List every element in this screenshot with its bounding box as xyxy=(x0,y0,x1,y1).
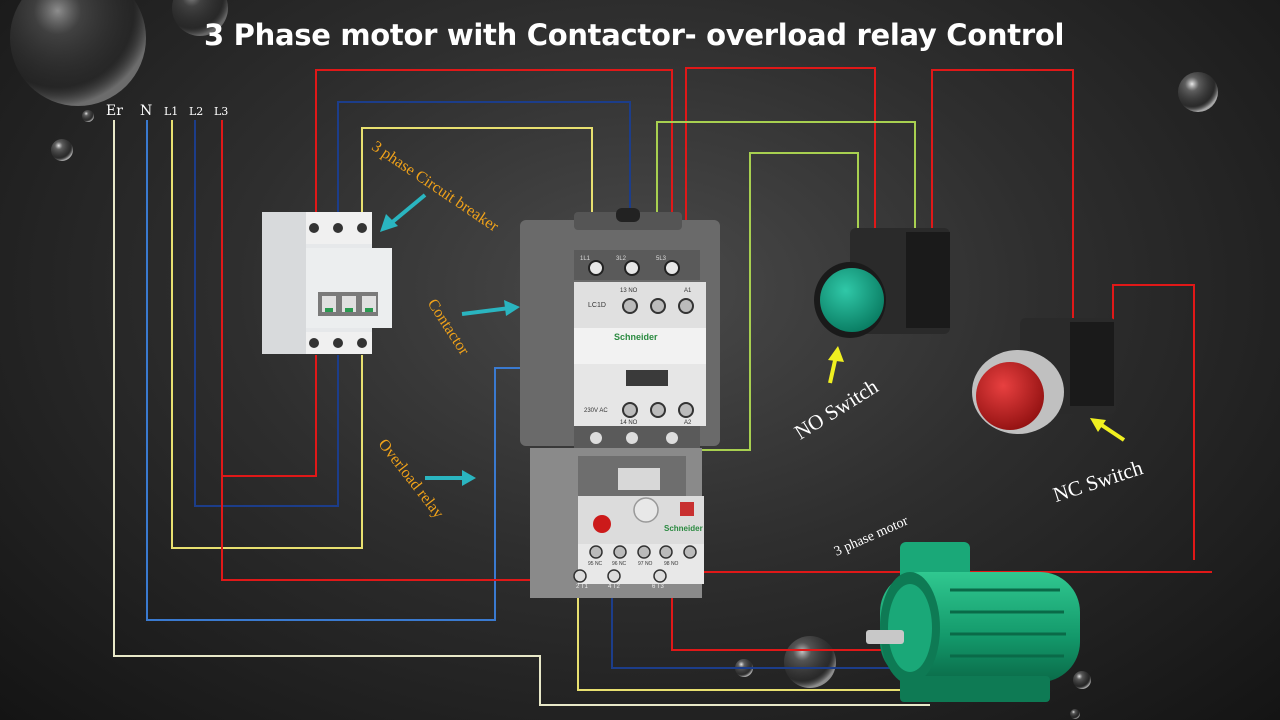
olr-t2-text: 2 T1 xyxy=(576,584,588,590)
terminal-neutral-label: N xyxy=(140,103,153,119)
circuit-breaker[interactable] xyxy=(262,212,392,354)
contactor-model-text: LC1D xyxy=(588,302,606,309)
ctrl-green-1 xyxy=(656,121,916,296)
olr-97-text: 97 NO xyxy=(638,561,653,567)
mcb-l3-out xyxy=(315,69,673,266)
arrow-icon xyxy=(425,470,476,486)
ctrl-green-2 xyxy=(749,152,859,232)
mcb-l1-out xyxy=(361,127,593,266)
terminal-a2-text: A2 xyxy=(684,420,692,426)
terminal-1l1-text: 1L1 xyxy=(580,256,591,262)
terminal-14no-text: 14 NO xyxy=(620,420,638,426)
contactor-brand-text: Schneider xyxy=(614,332,658,342)
motor-t1 xyxy=(577,592,905,691)
olr-96-text: 96 NC xyxy=(612,561,627,567)
ctrl-red-2 xyxy=(931,69,1074,318)
ctrl-red-1 xyxy=(685,67,876,296)
terminal-l1-label: L1 xyxy=(164,105,179,118)
olr-brand-text: Schneider xyxy=(664,524,703,533)
overload-relay[interactable] xyxy=(530,448,704,598)
page-title: 3 Phase motor with Contactor- overload r… xyxy=(204,18,1065,52)
arrow-icon xyxy=(1090,418,1126,442)
terminal-earth-label: Er xyxy=(106,103,123,119)
olr-98-text: 98 NO xyxy=(664,561,679,567)
olr-t6-text: 6 T3 xyxy=(652,584,664,590)
l1-wire xyxy=(171,120,363,549)
bubble-decoration xyxy=(10,0,1218,719)
coil-voltage-text: 230V AC xyxy=(584,408,608,414)
three-phase-motor[interactable] xyxy=(866,542,1080,702)
olr-95-text: 95 NC xyxy=(588,561,603,567)
motor-t3 xyxy=(671,592,905,651)
contactor[interactable] xyxy=(520,208,720,452)
terminal-3l2-text: 3L2 xyxy=(616,256,627,262)
olr-t4-text: 4 T2 xyxy=(608,584,620,590)
terminal-a1-text: A1 xyxy=(684,288,692,294)
terminal-l2-label: L2 xyxy=(189,105,204,118)
arrow-icon xyxy=(828,346,844,384)
l3-wire xyxy=(221,120,317,477)
l2-wire xyxy=(194,120,339,507)
terminal-l3-label: L3 xyxy=(214,105,229,118)
terminal-13no-text: 13 NO xyxy=(620,288,638,294)
motor-t2 xyxy=(611,592,905,669)
ctrl-green-3 xyxy=(690,232,751,451)
no-push-button[interactable] xyxy=(814,228,950,338)
mcb-l2-out xyxy=(337,101,631,266)
nc-push-button[interactable] xyxy=(972,318,1116,434)
earth-wire xyxy=(113,120,930,706)
ctrl-red-3 xyxy=(1112,284,1195,560)
arrow-icon xyxy=(461,300,520,316)
terminal-5l3-text: 5L3 xyxy=(656,256,667,262)
callout-arrows xyxy=(380,193,1126,486)
arrow-icon xyxy=(380,193,427,232)
